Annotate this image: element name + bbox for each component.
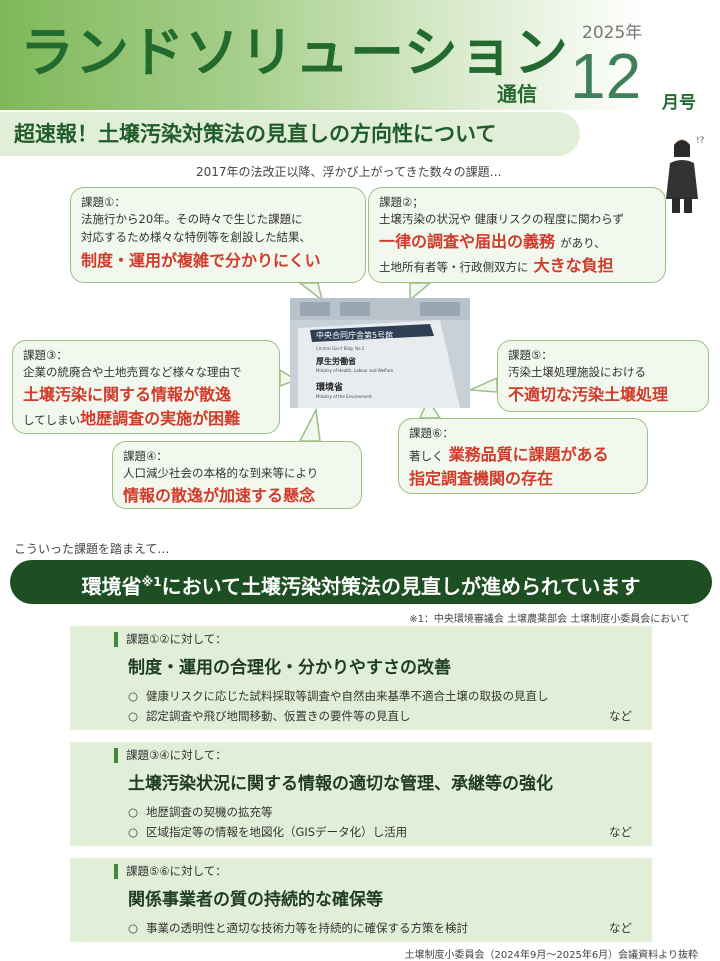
list-item: ○ 区域指定等の情報を地図化（GISデータ化）し活用 など [128, 822, 632, 842]
issue-1-line1: 法施行から20年。その時々で生じた課題に [81, 212, 303, 226]
etc-label [602, 686, 632, 706]
issue-5-bubble: 課題⑤： 汚染土壌処理施設における 不適切な汚染土壌処理 [497, 340, 709, 412]
list-item: ○ 事業の透明性と適切な技術力等を持続的に確保する方策を検討 など [128, 918, 632, 938]
issue-5-title: 課題⑤： [508, 348, 553, 362]
circle-bullet-icon: ○ [128, 709, 139, 724]
circle-bullet-icon: ○ [128, 688, 139, 703]
issue-6-line1: 著しく [409, 449, 444, 463]
connector-lines [279, 282, 498, 442]
lead-text: こういった課題を踏まえて… [14, 542, 170, 556]
issue-2-line1: 土壌汚染の状況や 健康リスクの程度に関わらず [379, 212, 624, 226]
etc-label [602, 802, 632, 822]
issue-3-line1: 企業の統廃合や土地売買など様々な理由で [23, 365, 242, 379]
measure-3-title: 関係事業者の質の持続的な確保等 [128, 889, 383, 910]
etc-label: など [609, 825, 632, 840]
circle-bullet-icon: ○ [128, 804, 139, 819]
brand-title: ランドソリューション [20, 21, 569, 84]
issue-month: 12 [570, 40, 642, 112]
issue-year: 2025年 [582, 23, 643, 43]
main-banner-post: において土壌汚染対策法の見直しが進められています [161, 574, 641, 599]
measure-1-item-2: 認定調査や飛び地間移動、仮置きの要件等の見直し [146, 709, 411, 724]
ministry-building-photo: 中央合同庁舎第5号館 Central Gov't Bldg. No.5 厚生労働… [290, 298, 470, 408]
measure-box-3: 課題⑤⑥に対して： 関係事業者の質の持続的な確保等 ○ 事業の透明性と適切な技術力… [70, 858, 652, 942]
measure-1-title: 制度・運用の合理化・分かりやすさの改善 [128, 657, 451, 678]
source-note: 土壌制度小委員会（2024年9月～2025年6月）会議資料より抜粋 [404, 950, 698, 961]
photo-sign-mhlw-en: Ministry of Health, Labour and Welfare [316, 368, 394, 373]
list-item: ○ 認定調査や飛び地間移動、仮置きの要件等の見直し など [128, 706, 632, 726]
footnote: ※1：中央環境審議会 土壌農薬部会 土壌制度小委員会において [409, 614, 690, 625]
photo-sign-building-en: Central Gov't Bldg. No.5 [316, 346, 365, 351]
headline-banner: 超速報！土壌汚染対策法の見直しの方向性について [0, 112, 580, 156]
main-banner-footnote-mark: ※1 [141, 575, 162, 589]
photo-sign-mhlw: 厚生労働省 [316, 356, 356, 366]
measure-2-item-2: 区域指定等の情報を地図化（GISデータ化）し活用 [146, 825, 408, 840]
measure-1-item-1: 健康リスクに応じた試料採取等調査や自然由来基準不適合土壌の取扱の見直し [146, 688, 549, 703]
issue-4-highlight: 情報の散逸が加速する懸念 [123, 486, 316, 506]
measure-2-title: 土壌汚染状況に関する情報の適切な管理、承継等の強化 [128, 773, 553, 794]
issue-6-bubble: 課題⑥： 著しく 業務品質に課題がある 指定調査機関の存在 [398, 418, 648, 494]
issue-3-highlight-2: 地歴調査の実施が困難 [80, 409, 241, 429]
issue-3-highlight-1: 土壌汚染に関する情報が散逸 [23, 385, 232, 405]
header-band [0, 0, 720, 110]
photo-sign-moe: 環境省 [316, 381, 343, 393]
circle-bullet-icon: ○ [128, 920, 139, 935]
measure-1-target: 課題①②に対して： [114, 632, 632, 647]
issue-6-highlight-1: 業務品質に課題がある [448, 445, 609, 464]
issue-1-highlight: 制度・運用が複雑で分かりにくい [81, 250, 321, 270]
measure-2-target: 課題③④に対して： [114, 748, 632, 763]
measure-2-item-1: 地歴調査の契機の拡充等 [146, 804, 273, 819]
issue-5-highlight: 不適切な汚染土壌処理 [508, 385, 669, 405]
svg-text:!?: !? [696, 136, 705, 146]
measure-box-1: 課題①②に対して： 制度・運用の合理化・分かりやすさの改善 ○ 健康リスクに応じた… [70, 626, 652, 730]
issue-2-highlight-2: 大きな負担 [533, 256, 614, 276]
newsletter-label: 通信 [497, 82, 537, 106]
issue-1-title: 課題①： [81, 195, 126, 209]
issue-2-bubble: 課題②； 土壌汚染の状況や 健康リスクの程度に関わらず 一律の調査や届出の義務 … [368, 187, 666, 283]
issue-1-line2: 対応するため様々な特例等を創設した結果、 [81, 230, 311, 245]
issue-6-highlight-2: 指定調査機関の存在 [409, 469, 554, 488]
issue-3-line2: してしまい [23, 413, 81, 428]
main-banner-pre: 環境省 [81, 574, 142, 599]
issue-month-label: 月号 [662, 93, 696, 113]
photo-sign-building: 中央合同庁舎第5号館 [316, 330, 393, 340]
etc-label: など [609, 920, 632, 935]
issue-4-title: 課題④： [123, 449, 168, 463]
circle-bullet-icon: ○ [128, 825, 139, 840]
measure-3-item-1: 事業の透明性と適切な技術力等を持続的に確保する方策を検討 [146, 920, 468, 935]
etc-label: など [609, 709, 632, 724]
issue-6-title: 課題⑥： [409, 426, 454, 440]
list-item: ○ 健康リスクに応じた試料採取等調査や自然由来基準不適合土壌の取扱の見直し [128, 686, 632, 706]
issue-2-highlight-1: 一律の調査や届出の義務 [379, 232, 556, 252]
issue-2-line2: があり、 [560, 236, 606, 251]
measure-3-target: 課題⑤⑥に対して： [114, 864, 632, 879]
issue-2-title: 課題②； [379, 195, 424, 209]
intro-text: 2017年の法改正以降、浮かび上がってきた数々の課題… [196, 165, 502, 179]
list-item: ○ 地歴調査の契機の拡充等 [128, 802, 632, 822]
issue-5-line1: 汚染土壌処理施設における [508, 365, 646, 379]
issue-2-line3: 土地所有者等・行政側双方に [379, 260, 529, 275]
worried-person-icon: !? [666, 136, 705, 213]
issue-4-line1: 人口減少社会の本格的な到来等により [123, 466, 319, 480]
issue-1-bubble: 課題①： 法施行から20年。その時々で生じた課題に 対応するため様々な特例等を創… [70, 187, 366, 283]
measure-box-2: 課題③④に対して： 土壌汚染状況に関する情報の適切な管理、承継等の強化 ○ 地歴調… [70, 742, 652, 846]
main-message-banner: 環境省※1において土壌汚染対策法の見直しが進められています [10, 560, 712, 604]
issue-4-bubble: 課題④： 人口減少社会の本格的な到来等により 情報の散逸が加速する懸念 [112, 441, 362, 509]
photo-sign-moe-en: Ministry of the Environment [316, 394, 372, 399]
issue-3-bubble: 課題③： 企業の統廃合や土地売買など様々な理由で 土壌汚染に関する情報が散逸 し… [12, 340, 280, 434]
issue-3-title: 課題③： [23, 348, 68, 362]
